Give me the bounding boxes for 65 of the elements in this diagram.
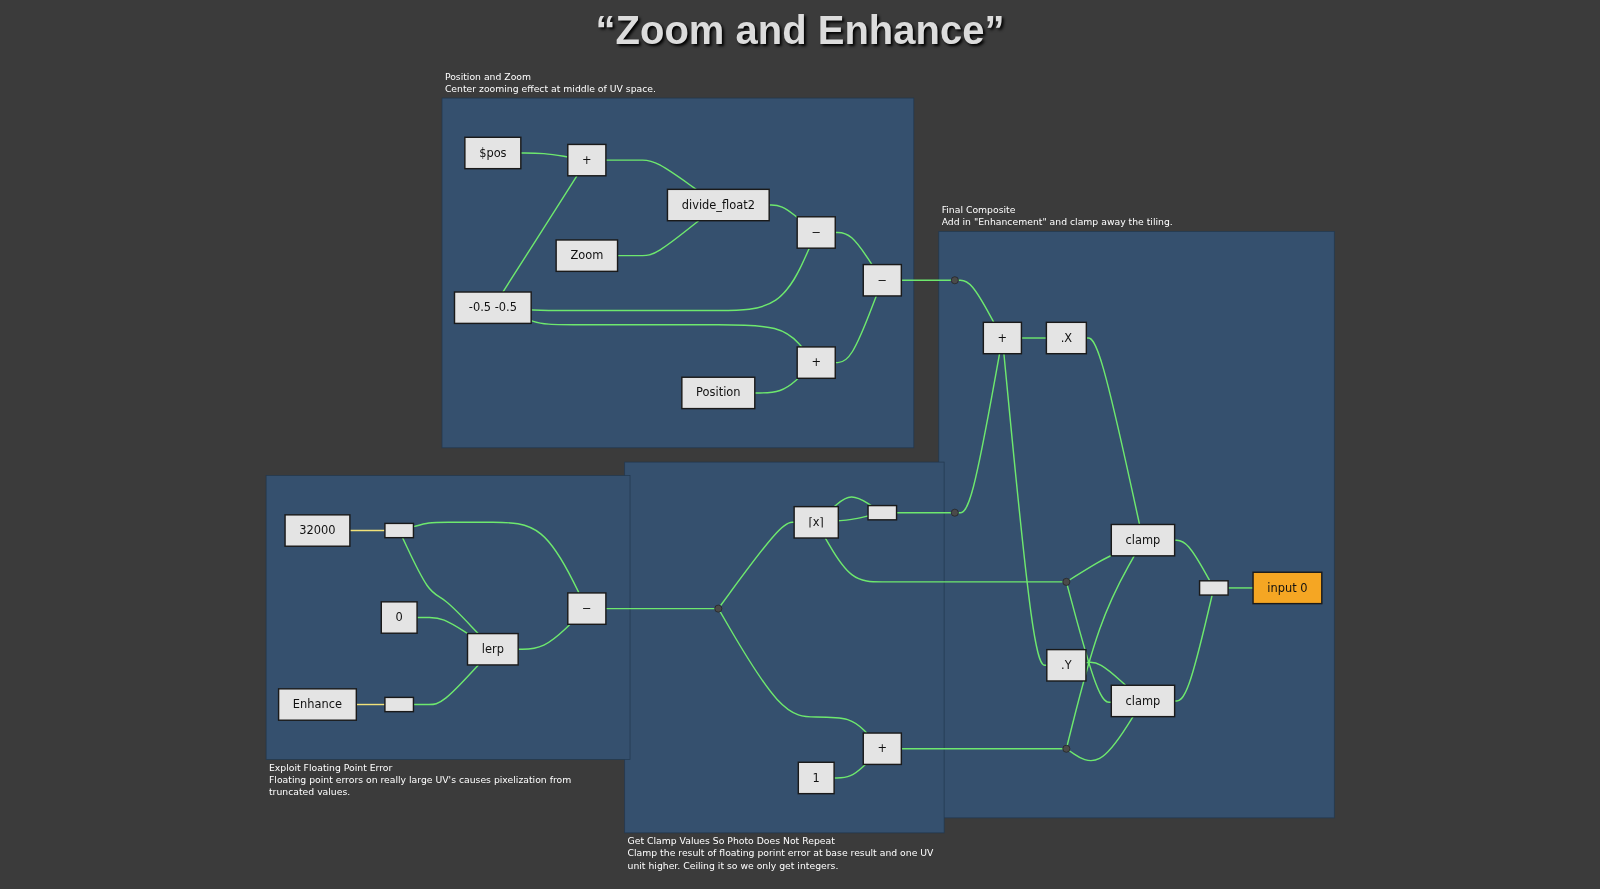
node-box: Position [680,376,756,410]
node-box: − [796,216,836,249]
node-label: Floating point errors on really large UV's causes pixelization from truncated values. [268,774,571,798]
connector [517,623,571,650]
connector [412,521,580,594]
node-box: 1 [797,761,835,795]
node-box: .Y [1045,648,1087,682]
connector [768,204,798,219]
connector [895,512,952,514]
node-box: Zoom [555,239,619,273]
node-label: Exploit Floating Point Error [268,762,393,773]
node-circle [714,604,722,613]
connector [530,247,810,312]
node-label: Final Composite [941,204,1016,216]
connector [412,664,479,706]
node-box: + [862,732,902,766]
node-box: ⌈x⌉ [793,505,839,539]
node-box: − [566,592,607,625]
node-box [384,696,414,713]
connector [957,279,995,324]
node-box: input 0 [1252,571,1323,605]
node-box: + [566,143,607,177]
node-label: Get Clamp Values So Photo Does Not Repeat [627,835,835,847]
node-label: Position and Zoom [444,71,531,82]
cluster [265,475,631,760]
node-box: .X [1045,321,1087,355]
node-label: Clamp the result of floating porint error at base result and one UV unit higher. Ceiling it so we only get integers. [627,847,934,871]
node-box: Enhance [277,688,357,721]
node-circle [1062,577,1071,586]
connector [501,175,578,293]
node-box: + [982,321,1022,355]
node-box [867,504,898,521]
connector [401,536,479,635]
connector [833,496,872,508]
connector [416,616,469,635]
node-box [384,522,414,539]
node-box: 0 [380,601,418,634]
connector [1066,555,1135,746]
node-circle [950,276,959,285]
node-box: lerp [466,632,519,666]
node-circle [1062,744,1071,753]
connector [833,763,866,779]
cluster [624,461,945,834]
diagram-title: “Zoom and Enhance” [594,8,1006,53]
node-box: divide_float2 [666,188,770,222]
connector [1066,584,1112,704]
connector [957,353,1001,514]
node-box: + [796,346,836,379]
node-box: clamp [1110,684,1176,718]
connector [1068,554,1112,581]
cluster [938,231,1335,819]
connector [530,319,803,348]
node-circle [950,508,959,517]
node-box: -0.5 -0.5 [453,291,532,325]
node-box: clamp [1110,523,1176,557]
connector [719,610,868,734]
connector [824,537,1064,583]
node-label: Add in "Enhancement" and clamp away the tiling. [941,216,1173,228]
connector [1068,715,1134,762]
node-box [1198,580,1229,596]
node-label: Center zooming effect at middle of UV space. [444,83,656,94]
node-box: $pos [463,136,522,170]
node-box: − [862,263,902,297]
cluster [441,97,914,449]
node-box: 32000 [284,514,351,547]
